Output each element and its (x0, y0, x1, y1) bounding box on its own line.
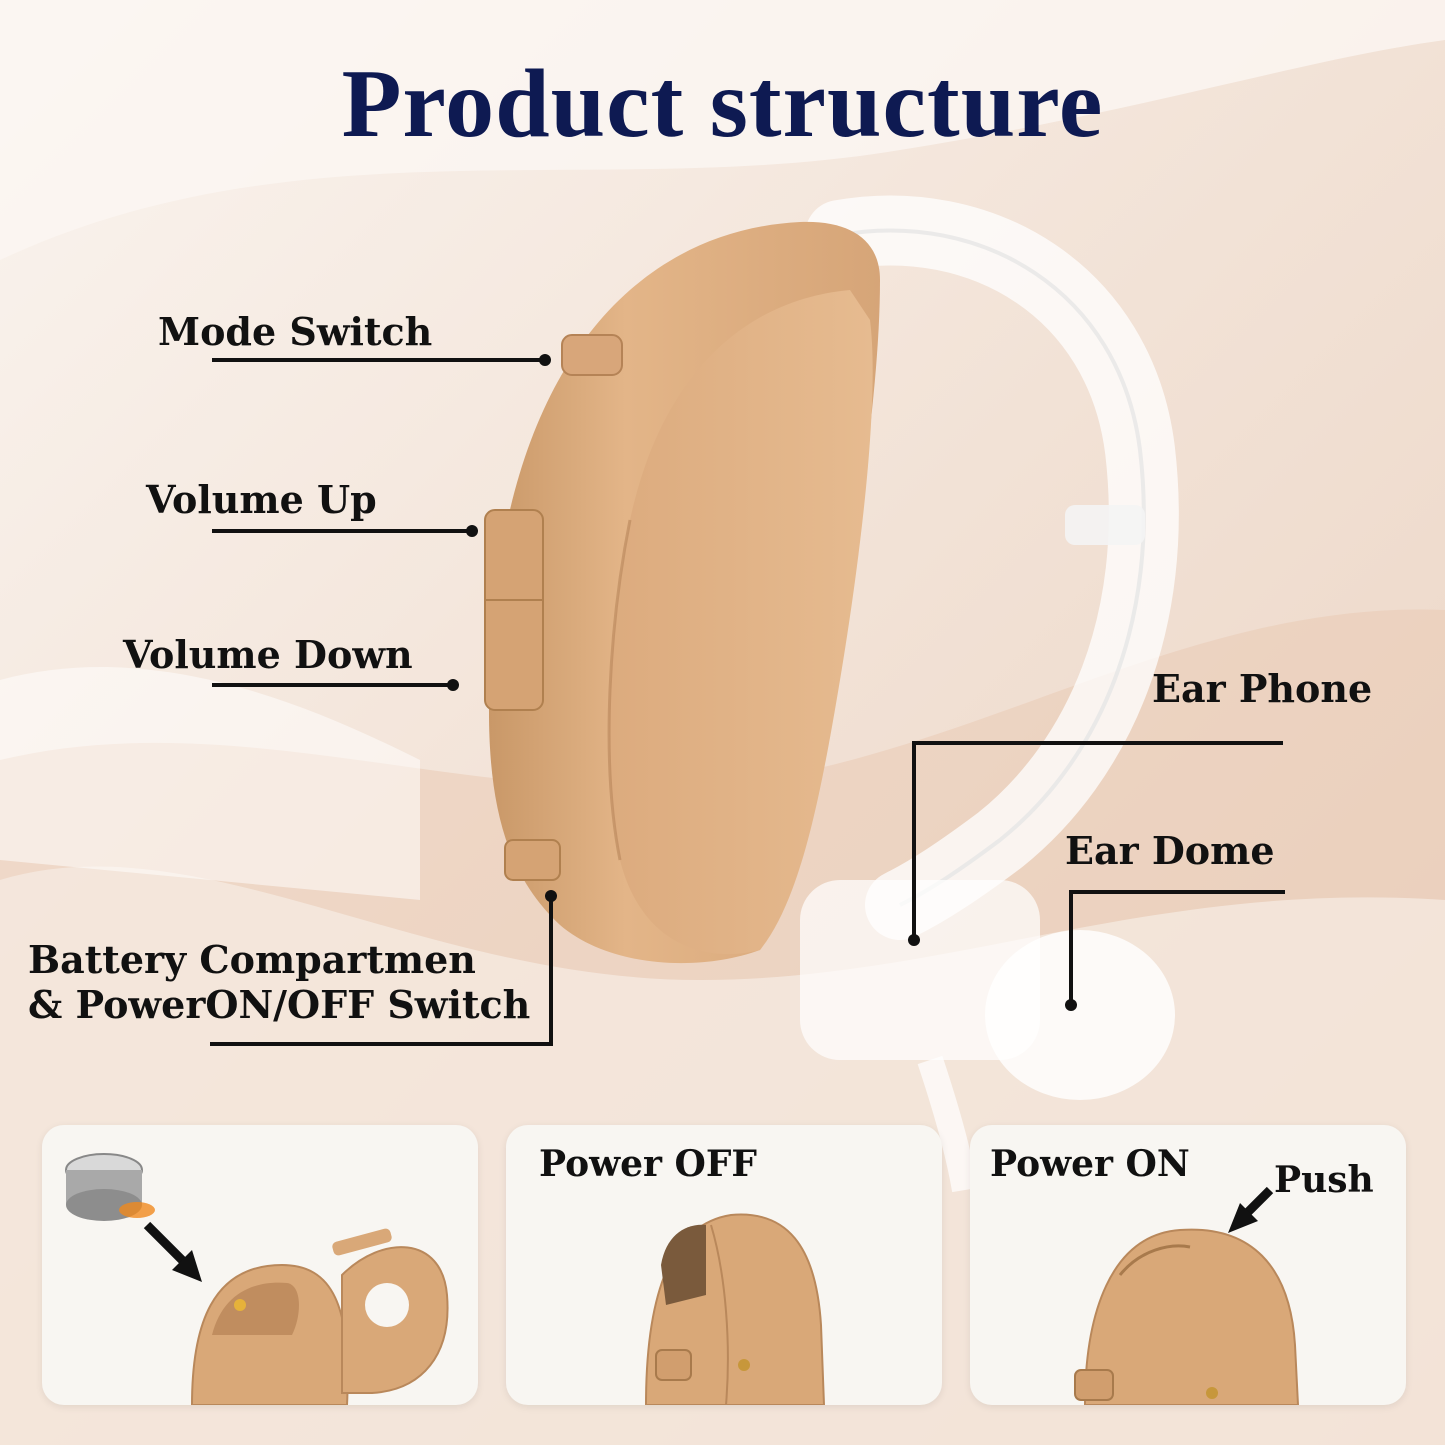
page-title: Product structure (341, 50, 1104, 158)
power-off-illustration (644, 1213, 826, 1405)
power-off-panel: Power OFF (506, 1125, 942, 1405)
ear-dome-label: Ear Dome (1065, 828, 1275, 873)
battery-insert-illustration (65, 1153, 449, 1405)
power-on-illustration (1074, 1186, 1300, 1405)
mode-switch-label: Mode Switch (158, 309, 433, 354)
power-on-label: Power ON (990, 1143, 1190, 1185)
push-label: Push (1274, 1159, 1374, 1201)
power-on-panel: Power ON Push (970, 1125, 1406, 1405)
battery-insert-panel (42, 1125, 478, 1405)
volume-up-label: Volume Up (146, 477, 377, 522)
power-switch-label: & PowerON/OFF Switch (28, 982, 531, 1027)
ear-phone-label: Ear Phone (1152, 666, 1373, 711)
battery-compartment-label: Battery Compartmen (28, 937, 476, 982)
volume-down-label: Volume Down (123, 632, 413, 677)
power-off-label: Power OFF (539, 1143, 757, 1185)
